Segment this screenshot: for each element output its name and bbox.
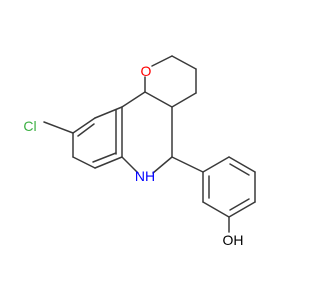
bond bbox=[202, 156, 230, 173]
bond bbox=[228, 156, 256, 173]
bond bbox=[72, 156, 96, 169]
bond bbox=[121, 91, 146, 108]
bond bbox=[228, 201, 256, 218]
bond bbox=[171, 156, 204, 173]
bond bbox=[43, 121, 74, 134]
bond bbox=[229, 198, 250, 211]
bond bbox=[152, 156, 173, 174]
bond-layer bbox=[43, 55, 256, 233]
bond bbox=[229, 163, 250, 176]
ring-oxygen-label: O bbox=[141, 63, 152, 79]
bond bbox=[151, 55, 173, 67]
bond bbox=[94, 156, 123, 169]
bond bbox=[121, 156, 139, 174]
chlorine-label: Cl bbox=[23, 118, 36, 134]
bond bbox=[171, 55, 197, 70]
hydroxyl-label: OH bbox=[223, 232, 244, 248]
amine-label: NH bbox=[135, 168, 155, 184]
bond bbox=[202, 201, 230, 218]
bond bbox=[94, 106, 123, 119]
bond bbox=[92, 152, 117, 163]
bond bbox=[72, 117, 96, 134]
bond bbox=[171, 92, 197, 108]
bond bbox=[77, 123, 95, 137]
chemical-structure: Cl O NH OH bbox=[23, 55, 256, 248]
bond bbox=[144, 91, 173, 108]
